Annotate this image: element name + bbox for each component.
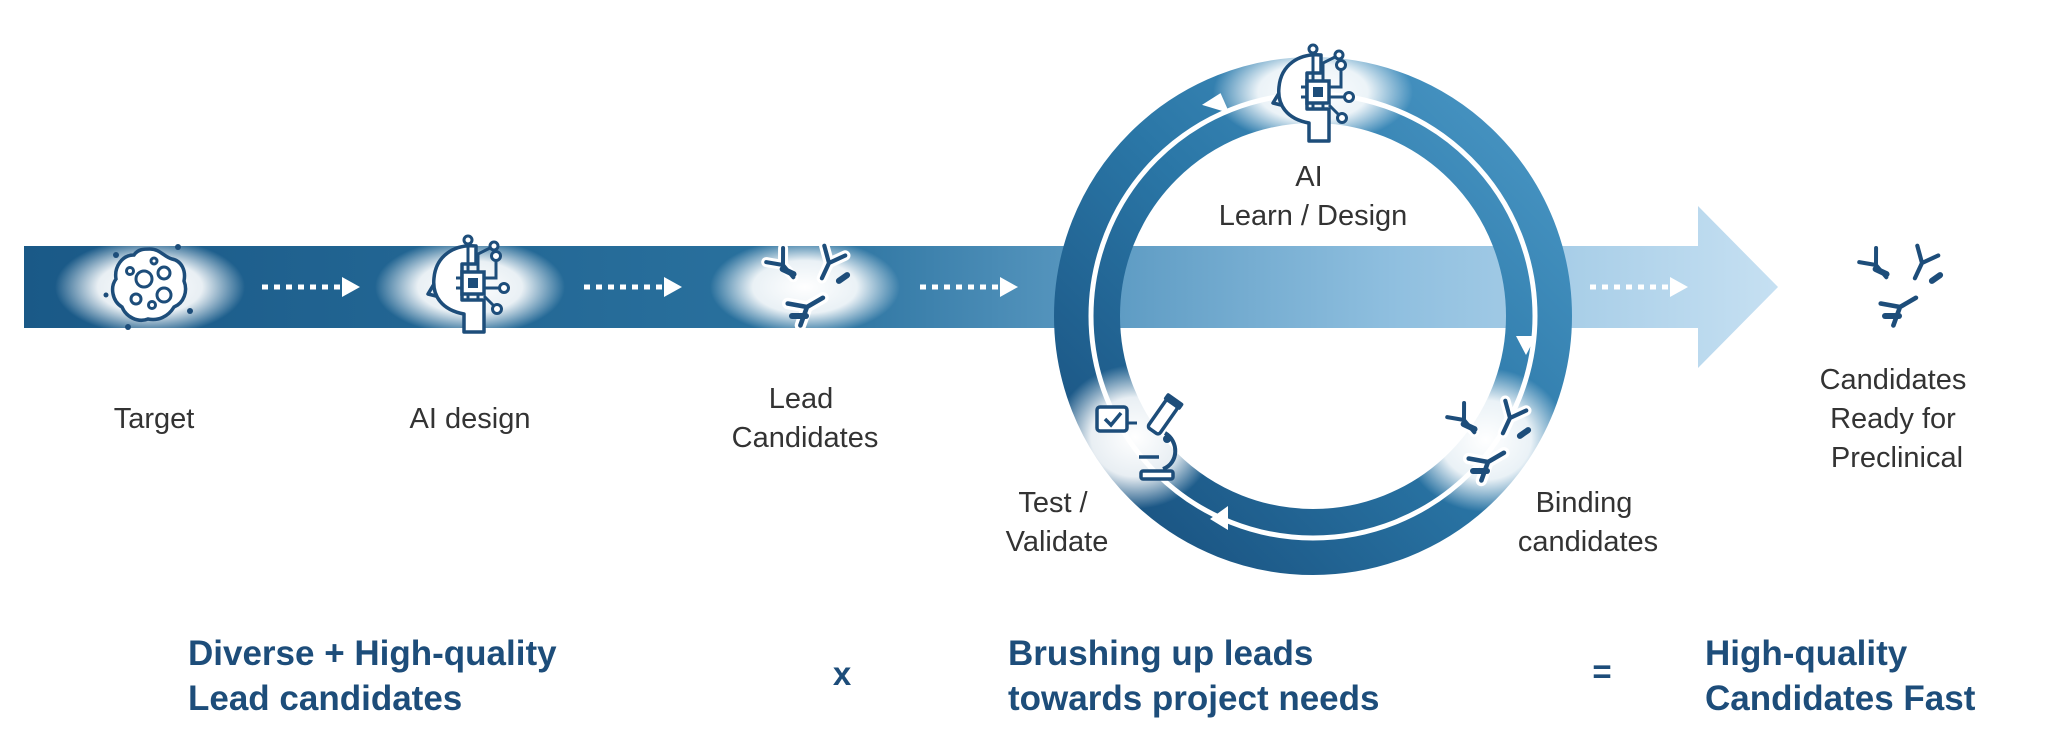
operator-times: x — [833, 655, 852, 692]
glow-spots — [55, 239, 900, 335]
step-lead-candidates-label: Lead Candidates — [732, 383, 879, 454]
result-antibody-icon — [1859, 246, 1944, 326]
cycle-binding-label: Binding candidates — [1518, 487, 1658, 558]
step-target-label: Target — [114, 403, 195, 435]
dotted-arrows — [262, 277, 1688, 297]
operator-equals: = — [1592, 653, 1611, 690]
summary-right: High-quality Candidates Fast — [1705, 634, 1976, 718]
step-ai-design-label: AI design — [410, 403, 531, 435]
cycle-ai-label: AI Learn / Design — [1219, 161, 1408, 232]
result-label: Candidates Ready for Preclinical — [1820, 364, 1975, 474]
summary-left: Diverse + High-quality Lead candidates — [188, 634, 566, 718]
summary-middle: Brushing up leads towards project needs — [1008, 634, 1379, 718]
cycle-test-label: Test / Validate — [1006, 487, 1109, 558]
